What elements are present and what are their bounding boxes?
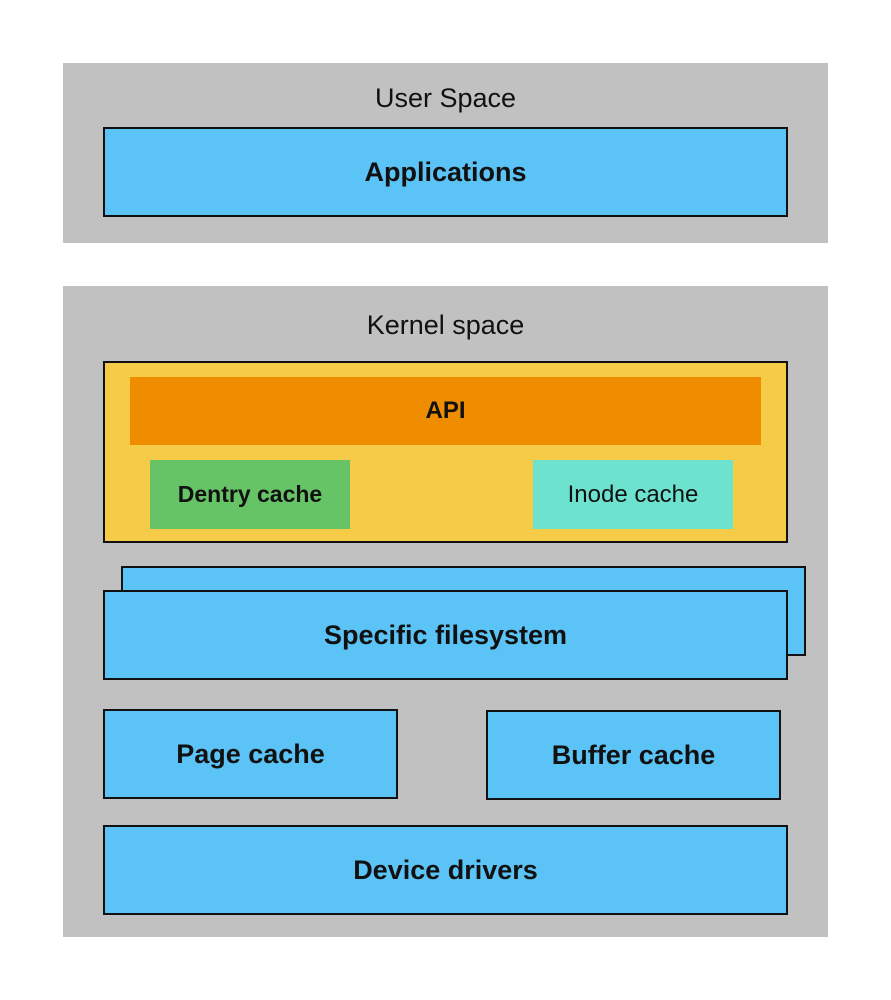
kernel-space-region: Kernel space API Dentry cache Inode cach… bbox=[63, 286, 828, 937]
inode-cache-box: Inode cache bbox=[533, 460, 733, 529]
kernel-space-label: Kernel space bbox=[366, 310, 525, 340]
buffer-cache-box: Buffer cache bbox=[486, 710, 781, 800]
api-bar: API bbox=[130, 377, 761, 445]
applications-box: Applications bbox=[103, 127, 788, 217]
dentry-cache-box: Dentry cache bbox=[150, 460, 350, 529]
page-cache-box: Page cache bbox=[103, 709, 398, 799]
specific-filesystem-box: Specific filesystem bbox=[103, 590, 788, 680]
device-drivers-box: Device drivers bbox=[103, 825, 788, 915]
user-space-label: User Space bbox=[374, 83, 517, 113]
user-space-region: User Space Applications bbox=[63, 63, 828, 243]
